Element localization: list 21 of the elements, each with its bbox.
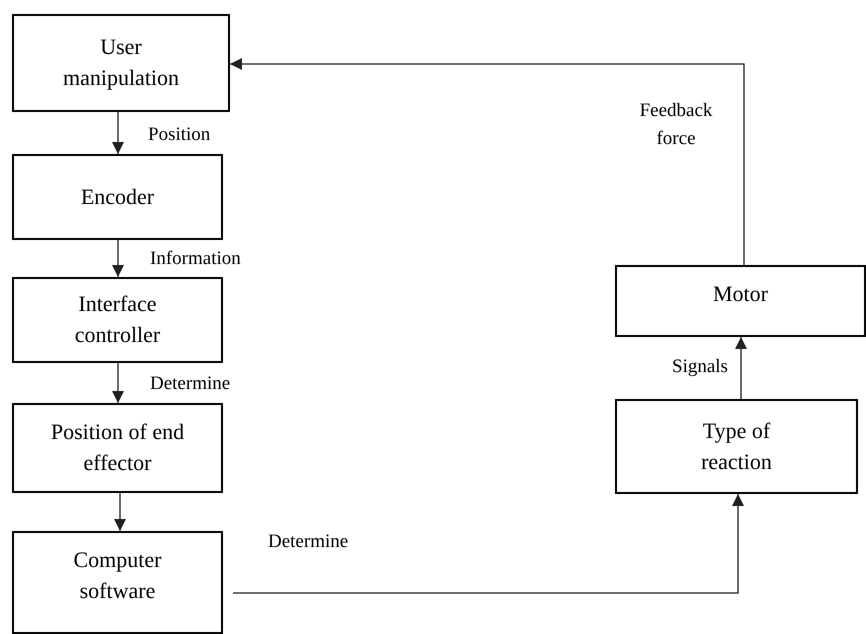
arrow (233, 494, 744, 594)
arrow (735, 337, 747, 399)
process-box (12, 403, 223, 493)
box-label: User manipulation (62, 33, 180, 92)
process-box (12, 277, 223, 363)
process-box (12, 531, 223, 634)
box-label: Position of end effector (50, 418, 186, 477)
arrow (230, 58, 745, 265)
box-label: Computer software (72, 546, 162, 605)
box-label: Encoder (80, 182, 154, 211)
process-box (615, 265, 866, 337)
arrow (112, 240, 124, 277)
process-box (12, 154, 223, 240)
process-box (615, 399, 858, 494)
process-box (12, 14, 230, 112)
box-label: Type of reaction (700, 416, 773, 476)
arrow (112, 112, 124, 154)
box-label: Interface controller (74, 290, 162, 349)
arrow (112, 363, 124, 403)
box-label: Motor (713, 280, 768, 308)
arrow (114, 493, 126, 531)
